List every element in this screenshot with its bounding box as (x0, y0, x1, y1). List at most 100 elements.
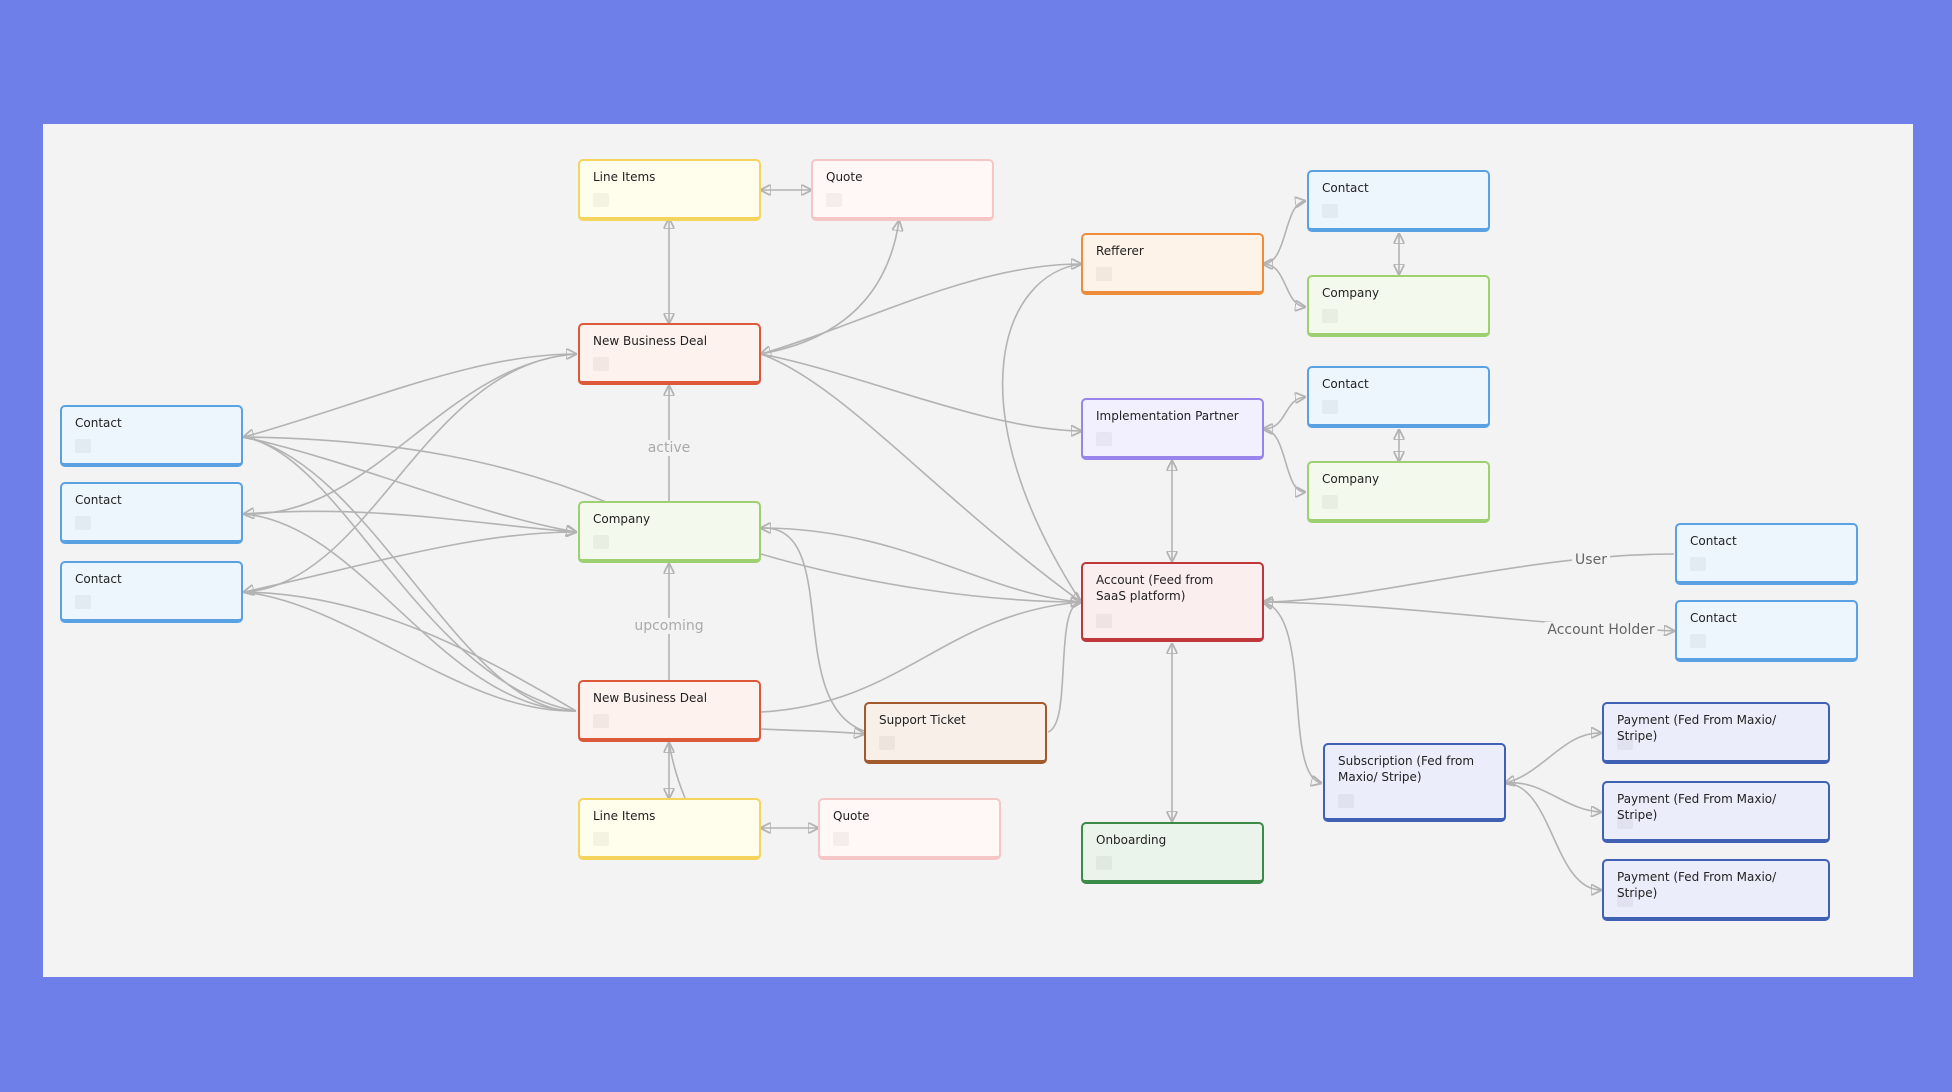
edge-label-active: active (644, 440, 694, 456)
edge-contact2-company (244, 511, 576, 532)
node-label: Quote (833, 809, 870, 823)
edge-sub-payment2 (1504, 781, 1601, 812)
node-contact-left-1[interactable]: Contact (60, 405, 243, 467)
placeholder-icon (593, 832, 609, 846)
edge-label-user: User (1572, 552, 1610, 568)
edge-contact2-deal (243, 353, 577, 515)
node-payment-3[interactable]: Payment (Fed From Maxio/ Stripe) (1602, 859, 1830, 921)
edge-contact3-dealbottom-b (243, 591, 577, 712)
node-quote-top[interactable]: Quote (811, 159, 994, 221)
edge-deal-account (760, 353, 1081, 602)
node-impl-contact[interactable]: Contact (1307, 366, 1490, 428)
edge-company-account (761, 528, 1081, 602)
node-account-holder-contact[interactable]: Contact (1675, 600, 1858, 662)
edge-impl-company (1262, 428, 1305, 492)
node-implementation-partner[interactable]: Implementation Partner (1081, 398, 1264, 460)
edge-deal-refferer (761, 264, 1081, 354)
placeholder-icon (826, 193, 842, 207)
node-label: Quote (826, 170, 863, 184)
placeholder-icon (1322, 309, 1338, 323)
placeholder-icon (1690, 557, 1706, 571)
placeholder-icon (1322, 204, 1338, 218)
node-refferer[interactable]: Refferer (1081, 233, 1264, 295)
node-label: Contact (1322, 377, 1369, 391)
placeholder-icon (593, 357, 609, 371)
node-support-ticket[interactable]: Support Ticket (864, 702, 1047, 764)
node-label: Contact (1690, 534, 1737, 548)
edge-label-upcoming: upcoming (631, 618, 707, 634)
node-quote-bottom[interactable]: Quote (818, 798, 1001, 860)
placeholder-icon (879, 736, 895, 750)
edge-dealbottom-account (760, 602, 1081, 713)
edge-deal-quote-top (760, 221, 899, 355)
node-payment-2[interactable]: Payment (Fed From Maxio/ Stripe) (1602, 781, 1830, 843)
node-label: New Business Deal (593, 334, 708, 348)
node-line-items-top[interactable]: Line Items (578, 159, 761, 221)
node-label: Payment (Fed From Maxio/ Stripe) (1617, 870, 1777, 900)
node-company-main[interactable]: Company (578, 501, 761, 563)
edge-refferer-company (1262, 263, 1305, 307)
diagram-canvas: Line Items Quote New Business Deal Compa… (43, 124, 1913, 977)
placeholder-icon (75, 439, 91, 453)
node-account[interactable]: Account (Feed from SaaS platform) (1081, 562, 1264, 642)
node-subscription[interactable]: Subscription (Fed from Maxio/ Stripe) (1323, 743, 1506, 822)
node-new-business-deal-top[interactable]: New Business Deal (578, 323, 761, 385)
placeholder-icon (593, 714, 609, 728)
edge-support-account (1047, 601, 1082, 733)
edge-contact3-deal (243, 353, 577, 593)
node-label: Payment (Fed From Maxio/ Stripe) (1617, 713, 1777, 743)
edge-contact1-dealbottom (243, 436, 577, 712)
node-user-contact[interactable]: Contact (1675, 523, 1858, 585)
node-line-items-bottom[interactable]: Line Items (578, 798, 761, 860)
node-label: Company (1322, 472, 1380, 486)
edge-account-user (1263, 553, 1675, 602)
node-label: Contact (1690, 611, 1737, 625)
edge-label-account-holder: Account Holder (1544, 622, 1658, 638)
node-label: Contact (75, 572, 122, 586)
edge-contact3-company (244, 531, 577, 592)
placeholder-icon (593, 535, 609, 549)
edge-sub-payment1 (1505, 733, 1601, 783)
node-label: Line Items (593, 809, 656, 823)
node-label: Onboarding (1096, 833, 1167, 847)
placeholder-icon (1617, 815, 1633, 829)
placeholder-icon (1617, 893, 1633, 907)
placeholder-icon (833, 832, 849, 846)
placeholder-icon (593, 193, 609, 207)
node-label: Contact (1322, 181, 1369, 195)
edge-contact1-company-b (243, 436, 576, 532)
node-label: New Business Deal (593, 691, 708, 705)
node-label: Implementation Partner (1096, 409, 1239, 423)
node-label: Line Items (593, 170, 656, 184)
edge-refferer-contact (1263, 201, 1305, 264)
node-label: Company (593, 512, 651, 526)
placeholder-icon (1096, 614, 1112, 628)
node-refferer-company[interactable]: Company (1307, 275, 1490, 337)
placeholder-icon (75, 595, 91, 609)
placeholder-icon (1096, 267, 1112, 281)
placeholder-icon (1690, 634, 1706, 648)
node-label: Account (Feed from SaaS platform) (1096, 573, 1214, 603)
node-label: Contact (75, 493, 122, 507)
edge-contact1-company (243, 436, 607, 503)
node-label: Support Ticket (879, 713, 966, 727)
edge-contact2-dealbottom (243, 513, 577, 712)
placeholder-icon (1096, 856, 1112, 870)
connector-layer (43, 124, 1913, 977)
edge-company-support (760, 527, 865, 732)
edge-account-subscription (1263, 602, 1321, 783)
node-label: Contact (75, 416, 122, 430)
edge-dealbottom-support (760, 729, 864, 734)
node-impl-company[interactable]: Company (1307, 461, 1490, 523)
placeholder-icon (1322, 495, 1338, 509)
node-contact-left-2[interactable]: Contact (60, 482, 243, 544)
node-new-business-deal-bottom[interactable]: New Business Deal (578, 680, 761, 742)
node-refferer-contact[interactable]: Contact (1307, 170, 1490, 232)
node-payment-1[interactable]: Payment (Fed From Maxio/ Stripe) (1602, 702, 1830, 764)
edge-contact1-dealbottom-b (243, 436, 577, 712)
placeholder-icon (1322, 400, 1338, 414)
node-onboarding[interactable]: Onboarding (1081, 822, 1264, 884)
node-label: Company (1322, 286, 1380, 300)
node-contact-left-3[interactable]: Contact (60, 561, 243, 623)
node-label: Refferer (1096, 244, 1144, 258)
